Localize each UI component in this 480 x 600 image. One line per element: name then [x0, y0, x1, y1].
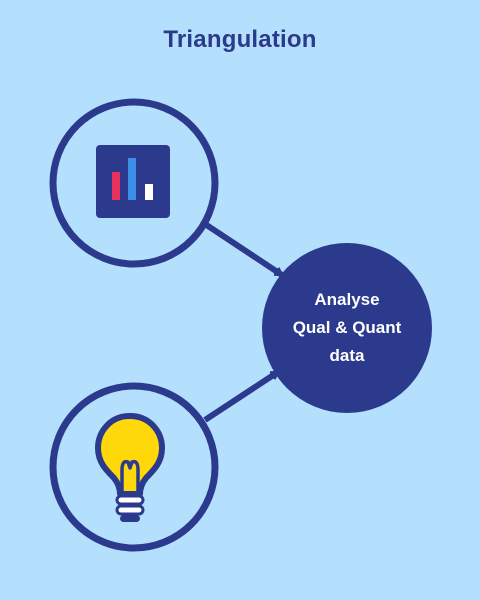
result-node [262, 243, 432, 413]
arrow-idea-to-result [203, 369, 278, 423]
input-node-idea [49, 382, 219, 552]
lightbulb-icon [95, 413, 165, 522]
result-node-label: Analyse Qual & Quant data [262, 286, 432, 370]
arrow-chart-to-result [203, 221, 282, 278]
diagram-title: Triangulation [163, 26, 317, 53]
bar-chart-icon [96, 145, 170, 218]
input-node-chart [49, 98, 219, 268]
result-label-line-2: Qual & Quant [292, 318, 402, 337]
result-label-line-1: Analyse [314, 290, 380, 309]
result-label-line-3: data [329, 346, 365, 365]
input-node-chart-ring [49, 98, 219, 268]
input-node-idea-ring [49, 382, 219, 552]
